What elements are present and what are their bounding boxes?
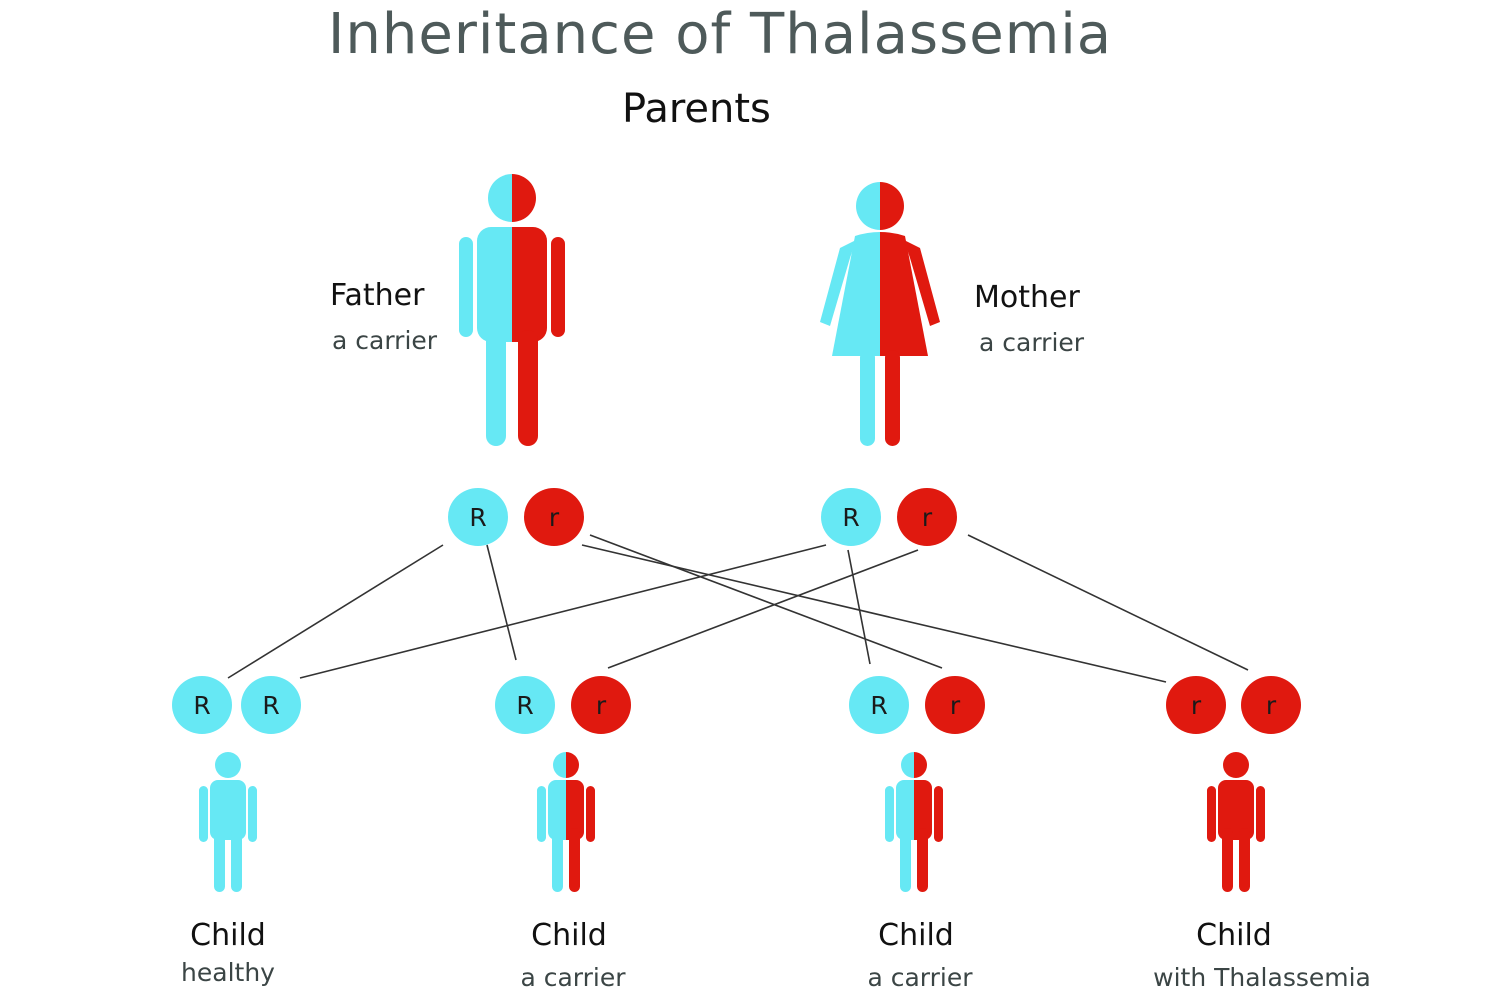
child-3-allele-2: r — [925, 676, 985, 734]
inheritance-line-8 — [967, 534, 1249, 671]
inheritance-line-1 — [227, 544, 444, 679]
inheritance-line-7 — [607, 549, 919, 669]
father-figure — [459, 174, 565, 446]
child-2-name: Child — [531, 918, 607, 953]
child-1-allele-1-circle — [172, 676, 232, 734]
inheritance-line-6 — [847, 549, 871, 665]
child-4-allele-2: r — [1241, 676, 1301, 734]
inheritance-line-4 — [581, 544, 1167, 683]
father-allele-1-circle — [448, 488, 508, 546]
child-2-status: a carrier — [520, 963, 626, 992]
father-allele-1-letter: R — [469, 503, 486, 532]
mother-allele-1-letter: R — [842, 503, 859, 532]
father-figure-left-half — [459, 174, 512, 446]
mother-status: a carrier — [979, 328, 1085, 357]
mother-allele-1: R — [821, 488, 881, 546]
child-3-figure-left-half — [885, 752, 914, 892]
child-4-figure — [1207, 752, 1265, 892]
mother-figure-right-half — [880, 182, 940, 446]
child-1-allele-2-letter: R — [262, 691, 279, 720]
child-3-name: Child — [878, 918, 954, 953]
child-2-allele-2-letter: r — [596, 691, 607, 720]
child-4-status: with Thalassemia — [1153, 963, 1371, 992]
child-2-figure-right-half — [566, 752, 595, 892]
child-3-allele-1-letter: R — [870, 691, 887, 720]
child-1-name: Child — [190, 918, 266, 953]
child-4-name: Child — [1196, 918, 1272, 953]
child-3-allele-2-circle — [925, 676, 985, 734]
child-3-status: a carrier — [867, 963, 973, 992]
child-1-figure — [199, 752, 257, 892]
child-1-allele-1-letter: R — [193, 691, 210, 720]
father-allele-1: R — [448, 488, 508, 546]
child-2-allele-1-circle — [495, 676, 555, 734]
mother-figure — [820, 182, 940, 446]
child-2-allele-1-letter: R — [516, 691, 533, 720]
father-figure-right-half — [512, 174, 565, 446]
diagram-title: Inheritance of Thalassemia — [327, 2, 1113, 67]
mother-allele-2: r — [897, 488, 957, 546]
child-3-figure-right-half — [914, 752, 943, 892]
father-allele-2: r — [524, 488, 584, 546]
father-status: a carrier — [332, 326, 438, 355]
child-1-allele-2-circle — [241, 676, 301, 734]
child-2-figure-left-half — [537, 752, 566, 892]
father-allele-2-letter: r — [549, 503, 560, 532]
mother-allele-2-letter: r — [922, 503, 933, 532]
inheritance-line-5 — [299, 544, 827, 679]
child-3-allele-1-circle — [849, 676, 909, 734]
child-2-allele-2-circle — [571, 676, 631, 734]
child-2-allele-1: R — [495, 676, 555, 734]
child-4-allele-2-circle — [1241, 676, 1301, 734]
child-3-figure — [885, 752, 943, 892]
child-4-allele-1: r — [1166, 676, 1226, 734]
child-2-figure — [537, 752, 595, 892]
mother-allele-2-circle — [897, 488, 957, 546]
parents-heading: Parents — [622, 86, 771, 132]
child-1-status: healthy — [181, 958, 275, 987]
mother-name: Mother — [974, 280, 1080, 315]
mother-allele-1-circle — [821, 488, 881, 546]
child-4-allele-1-letter: r — [1191, 691, 1202, 720]
child-1-allele-1: R — [172, 676, 232, 734]
child-3-allele-2-letter: r — [950, 691, 961, 720]
child-1-allele-2: R — [241, 676, 301, 734]
child-2-allele-2: r — [571, 676, 631, 734]
inheritance-line-2 — [486, 544, 517, 661]
father-name: Father — [330, 278, 425, 313]
inheritance-line-3 — [589, 534, 943, 669]
child-4-allele-1-circle — [1166, 676, 1226, 734]
child-4-allele-2-letter: r — [1266, 691, 1277, 720]
child-3-allele-1: R — [849, 676, 909, 734]
mother-figure-left-half — [820, 182, 880, 446]
father-allele-2-circle — [524, 488, 584, 546]
